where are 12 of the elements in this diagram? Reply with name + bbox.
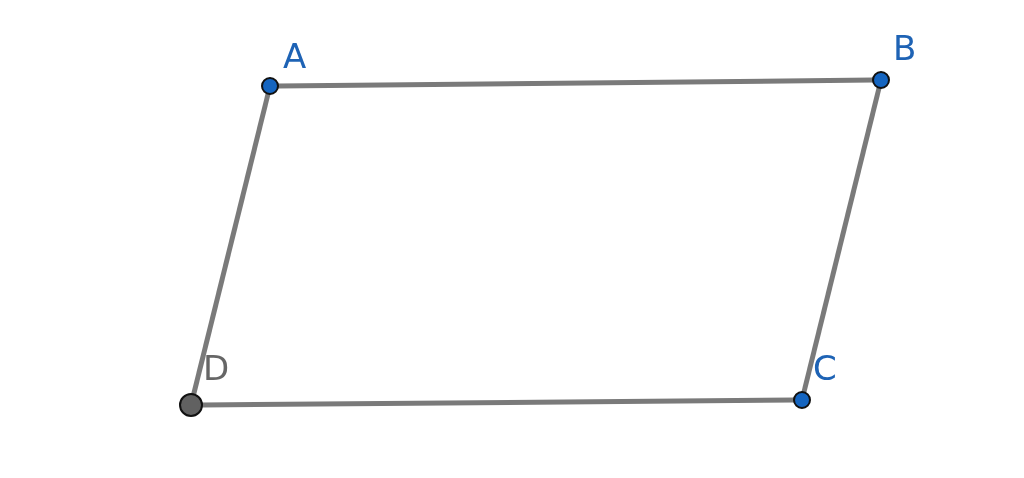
point-marker — [872, 71, 890, 89]
line-segment — [201, 397, 795, 408]
point-label: C — [813, 350, 837, 386]
point-label: D — [203, 350, 230, 386]
line-segment — [801, 87, 882, 393]
point-label: B — [893, 30, 917, 66]
point-marker — [793, 391, 811, 409]
line-segment — [277, 77, 874, 89]
point-marker — [261, 77, 279, 95]
line-segment — [191, 93, 271, 395]
point-marker — [179, 393, 203, 417]
point-label: A — [283, 38, 307, 74]
